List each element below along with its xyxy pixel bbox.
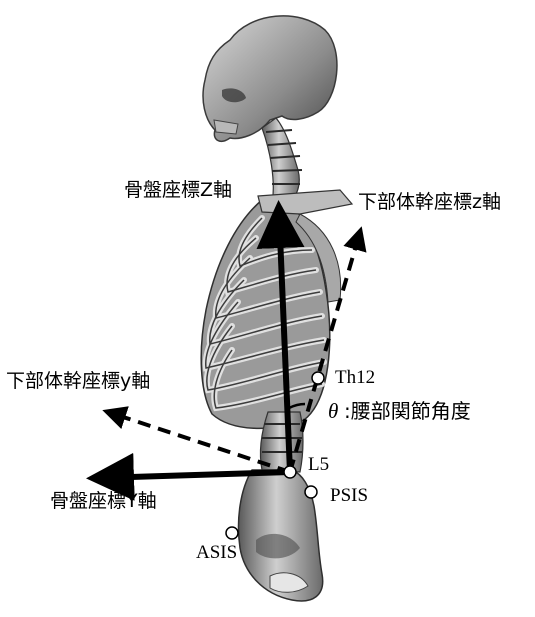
th12-marker (312, 372, 324, 384)
pelvis-z-axis-label: 骨盤座標Z軸 (124, 179, 232, 201)
th12-label: Th12 (335, 367, 375, 388)
theta-symbol: θ (328, 399, 338, 423)
psis-label: PSIS (330, 485, 368, 506)
asis-label: ASIS (196, 542, 237, 563)
skeleton-illustration (201, 16, 352, 601)
lower-trunk-z-axis-label: 下部体幹座標z軸 (358, 191, 501, 213)
pelvis-y-axis-label: 骨盤座標Y軸 (50, 490, 157, 512)
asis-marker (226, 527, 238, 539)
lower-trunk-y-axis-label: 下部体幹座標y軸 (6, 370, 150, 392)
psis-marker (305, 486, 317, 498)
lumbar-joint-angle-label: :腰部関節角度 (344, 399, 471, 423)
l5-marker (284, 466, 296, 478)
l5-label: L5 (308, 454, 329, 475)
